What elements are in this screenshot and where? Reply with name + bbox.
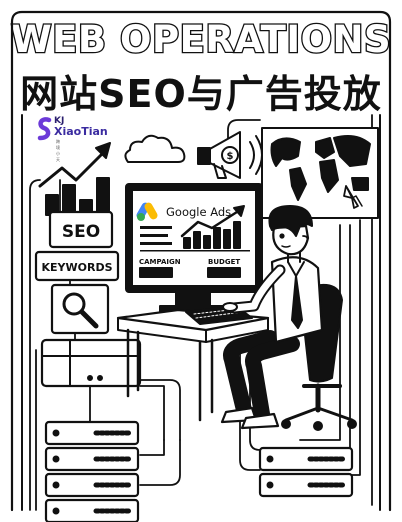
poster-title-cn: 网站SEO与广告投放 bbox=[20, 72, 382, 116]
seo-label: SEO bbox=[62, 222, 100, 242]
cloud-icon bbox=[124, 134, 186, 163]
brand-sub: 跨境小天 bbox=[56, 139, 61, 162]
magnifier-panel bbox=[50, 283, 110, 335]
poster-title-en: WEB OPERATIONS bbox=[10, 17, 392, 63]
brand-logo: KJ XiaoTian 跨境小天 bbox=[36, 116, 108, 162]
server-stack-right bbox=[258, 446, 354, 498]
seo-box bbox=[48, 210, 114, 249]
dollar-sign-icon: $ bbox=[227, 151, 234, 162]
world-map-panel bbox=[261, 127, 379, 219]
brand-s-icon bbox=[37, 117, 52, 141]
budget-label: BUDGET bbox=[208, 258, 240, 266]
desk bbox=[116, 308, 270, 422]
person bbox=[220, 205, 324, 430]
keyboard bbox=[185, 305, 253, 325]
campaign-label: CAMPAIGN bbox=[139, 258, 181, 266]
keywords-box bbox=[34, 250, 120, 282]
junction-box bbox=[40, 338, 142, 388]
server-stack-left bbox=[44, 420, 140, 522]
brand-name: XiaoTian bbox=[54, 125, 108, 138]
trend-chart-icon bbox=[38, 142, 111, 216]
office-chair bbox=[281, 283, 357, 431]
monitor bbox=[125, 183, 263, 313]
google-ads-icon bbox=[136, 202, 158, 221]
megaphone-icon bbox=[197, 131, 263, 179]
google-ads-label: Google Ads bbox=[166, 205, 231, 219]
circuit-wires bbox=[29, 114, 373, 511]
keywords-label: KEYWORDS bbox=[41, 261, 112, 274]
